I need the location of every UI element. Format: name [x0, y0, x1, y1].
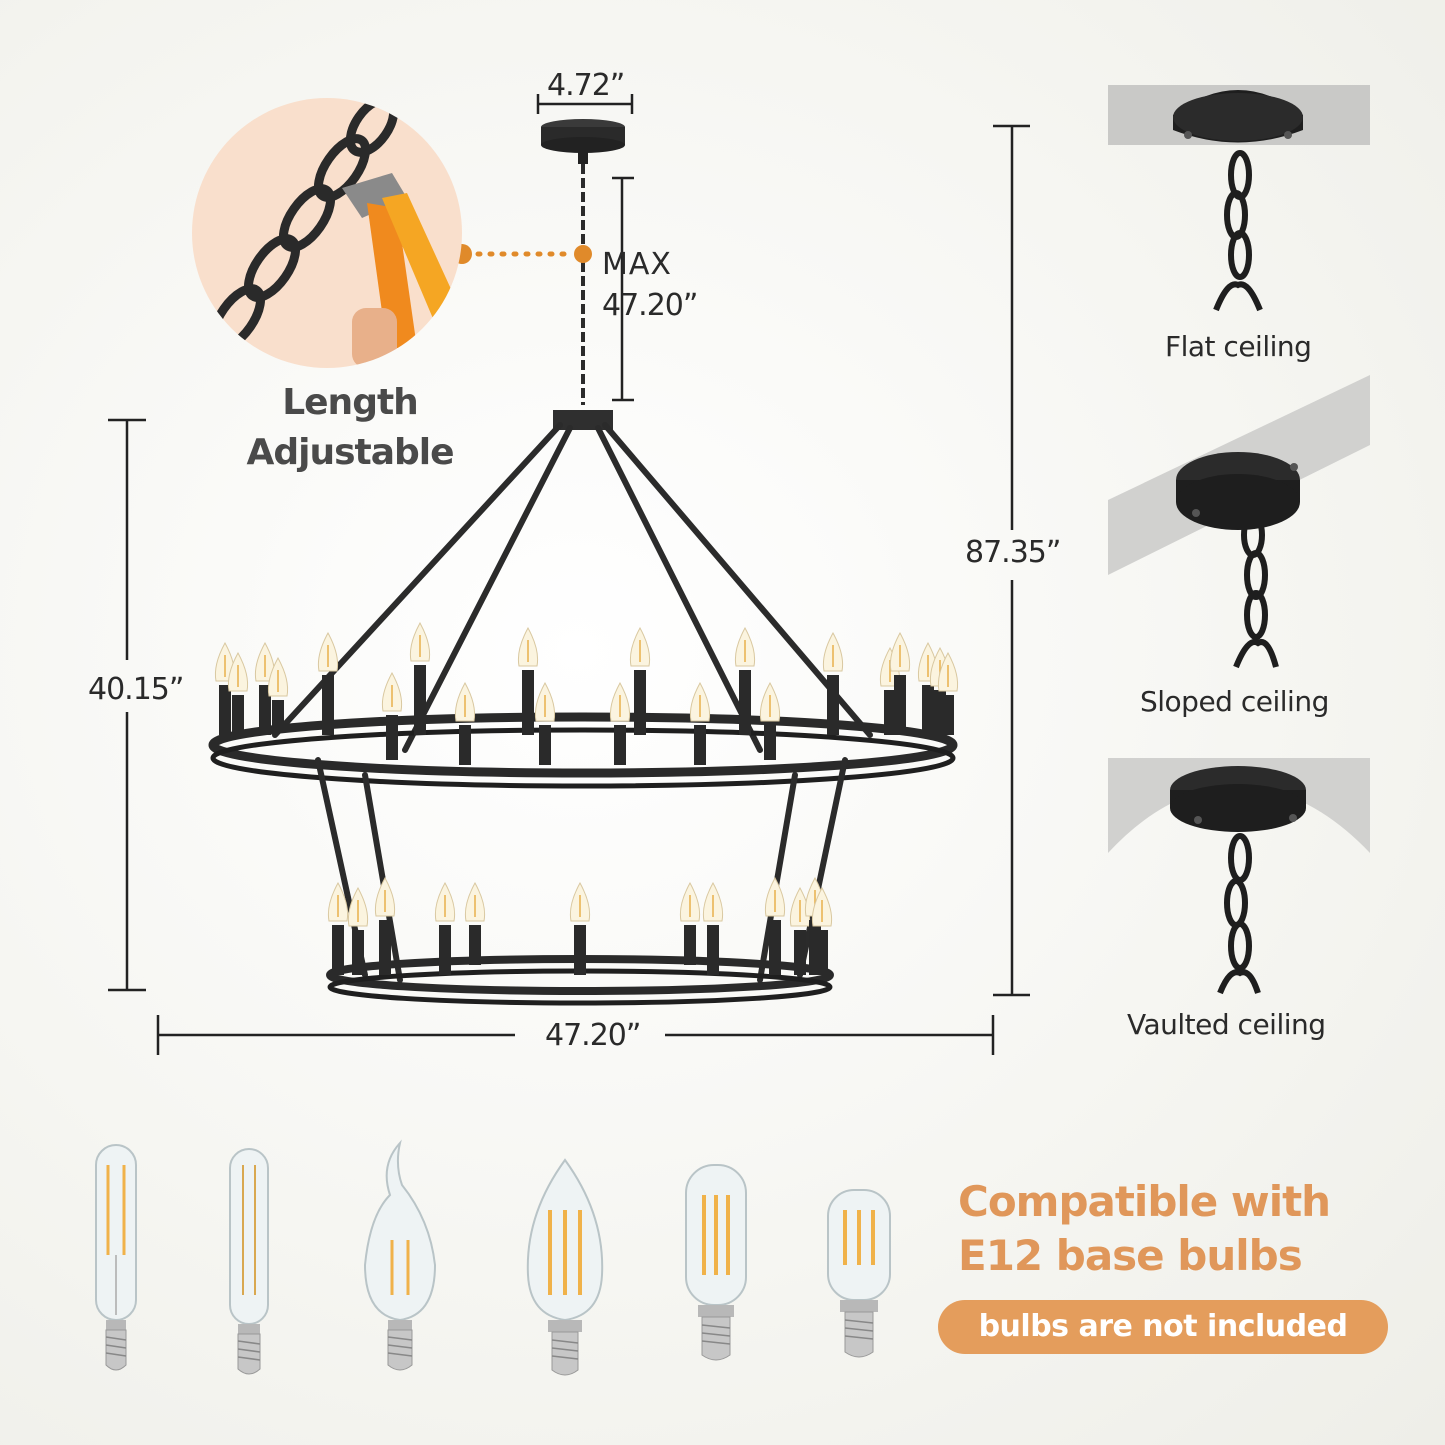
- candle-socket: [811, 886, 833, 975]
- overall-height-label: 87.35”: [965, 535, 1061, 570]
- body-width-label: 47.20”: [545, 1018, 641, 1053]
- candle-socket: [254, 641, 276, 735]
- short-t-bulb-icon: [827, 1189, 891, 1358]
- sloped-ceiling-label: Sloped ceiling: [1140, 685, 1329, 718]
- flame-tip-bulb-icon: [363, 1139, 437, 1371]
- candle-socket: [629, 626, 651, 735]
- candle-socket: [534, 681, 556, 765]
- bulb-compat-headline: Compatible with E12 base bulbs: [958, 1175, 1331, 1283]
- tube-bulb-icon: [229, 1148, 269, 1375]
- adjust-line-1: Length: [282, 382, 419, 423]
- canopy-width-label: 4.72”: [547, 68, 625, 103]
- candle-socket: [227, 651, 249, 735]
- candle-socket: [822, 631, 844, 735]
- candle-socket: [517, 626, 539, 735]
- candle-socket: [764, 876, 786, 975]
- candle-socket: [409, 621, 431, 735]
- candle-bulb-icon: [526, 1158, 604, 1376]
- candle-socket: [734, 626, 756, 735]
- headline-line-1: Compatible with: [958, 1177, 1331, 1226]
- sloped-ceiling-illustration: [1108, 375, 1370, 669]
- pliers-icon: [209, 98, 462, 368]
- vaulted-ceiling-label: Vaulted ceiling: [1127, 1008, 1326, 1041]
- candle-socket: [327, 881, 349, 975]
- candle-socket: [789, 886, 811, 975]
- headline-line-2: E12 base bulbs: [958, 1231, 1303, 1280]
- candle-socket: [702, 881, 724, 975]
- length-adjustable-label: Length Adjustable: [215, 378, 485, 478]
- candle-socket: [434, 881, 456, 975]
- flat-ceiling-label: Flat ceiling: [1165, 330, 1312, 363]
- candle-socket: [347, 886, 369, 975]
- tube-bulb-icon: [95, 1144, 137, 1371]
- candle-socket: [267, 656, 289, 730]
- vaulted-ceiling-illustration: [1108, 758, 1370, 995]
- candle-socket: [679, 881, 701, 965]
- chain-adjust-photo: [192, 98, 462, 368]
- bulbs-not-included-badge: bulbs are not included: [938, 1300, 1388, 1354]
- candle-socket: [317, 631, 339, 735]
- t-shape-bulb-icon: [685, 1164, 747, 1361]
- adjust-line-2: Adjustable: [246, 432, 454, 473]
- body-height-label: 40.15”: [88, 672, 184, 707]
- candle-socket: [464, 881, 486, 965]
- candle-socket: [609, 681, 631, 765]
- candle-socket: [569, 881, 591, 975]
- candle-socket: [381, 671, 403, 760]
- chain-max-label: MAX: [602, 247, 672, 282]
- flat-ceiling-illustration: [1108, 85, 1370, 312]
- candle-socket: [937, 651, 959, 735]
- candle-socket: [454, 681, 476, 765]
- candle-socket: [759, 681, 781, 760]
- candle-socket: [889, 631, 911, 735]
- candle-socket: [689, 681, 711, 765]
- chain-max-value: 47.20”: [602, 288, 698, 323]
- bulb-row: [95, 1139, 891, 1376]
- candle-socket: [374, 876, 396, 975]
